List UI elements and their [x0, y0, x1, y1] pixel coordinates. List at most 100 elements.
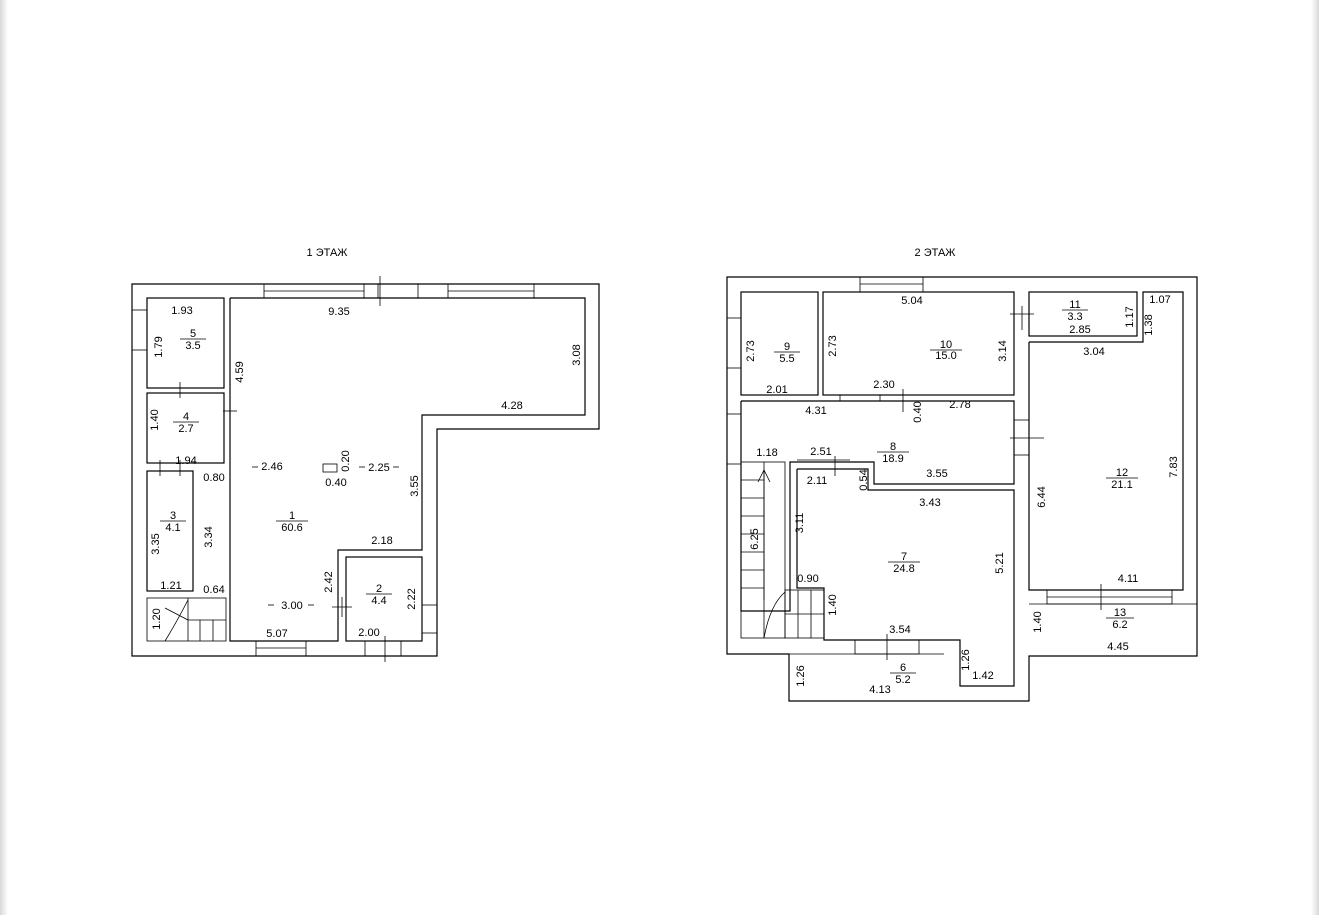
dimension-label: 2.01: [766, 384, 787, 396]
room-area: 3.3: [1067, 311, 1082, 323]
dimension-label: 2.18: [371, 535, 392, 547]
dimension-label: 5.04: [901, 295, 922, 307]
room-number: 6: [900, 662, 906, 674]
floor-2-room-8: [740, 400, 1015, 612]
dimension-label: 3.08: [571, 344, 583, 365]
dimension-label: 2.85: [1069, 324, 1090, 336]
dimension-label: 7.83: [1168, 456, 1180, 477]
room-area: 4.4: [371, 595, 386, 607]
dimension-label: 0.64: [203, 584, 224, 596]
room-area: 2.7: [178, 423, 193, 435]
dimension-label: 2.46: [261, 461, 282, 473]
dimension-label: 9.35: [328, 306, 349, 318]
room-number: 10: [940, 339, 952, 351]
room-area: 5.5: [779, 353, 794, 365]
dimension-label: 0.54: [858, 469, 870, 490]
dimension-label: 6.44: [1036, 486, 1048, 507]
page-edge-right: [1311, 0, 1319, 915]
dimension-label: 2.30: [873, 379, 894, 391]
dimension-label: 1.21: [160, 580, 181, 592]
dimension-label: 3.35: [150, 533, 162, 554]
room-area: 3.5: [185, 340, 200, 352]
room-area: 6.2: [1112, 619, 1127, 631]
floor-2-windows: [726, 276, 1173, 660]
dimension-label: 2.73: [827, 335, 839, 356]
floor-2-stair: [740, 461, 825, 639]
floor-2-room-labels: 9 5.5 10 15.0 11 3.3 12 21.1 8 18.9 7 24…: [774, 299, 1138, 686]
dimension-label: 3.34: [203, 526, 215, 547]
dimension-label: 1.26: [960, 649, 972, 670]
dimension-label: 1.20: [151, 608, 163, 629]
floor-1-stair: [146, 597, 227, 642]
dimension-label: 4.31: [805, 405, 826, 417]
floor-1-room-4: [146, 392, 225, 464]
room-number: 11: [1069, 299, 1080, 311]
dimension-label: 3.43: [919, 497, 940, 509]
room-number: 7: [901, 551, 907, 563]
dimension-label: 2.25: [368, 462, 389, 474]
floor-2-plan: 2 ЭТАЖ: [726, 247, 1198, 702]
dimension-label: 0.40: [912, 401, 924, 422]
room-number: 2: [376, 583, 382, 595]
room-number: 1: [289, 510, 295, 522]
room-area: 4.1: [165, 522, 180, 534]
room-area: 15.0: [935, 350, 956, 362]
dimension-label: 1.40: [827, 594, 839, 615]
dimension-label: 2.11: [807, 475, 828, 487]
dimension-label: 1.18: [756, 447, 777, 459]
dimension-label: 3.14: [997, 340, 1009, 361]
dimension-label: 1.42: [972, 670, 993, 682]
dimension-label: 1.93: [171, 305, 192, 317]
floor-1-dimensions: 1.93 1.79 4.59 9.35 3.08 4.28 1.40 1.94 …: [149, 305, 583, 640]
dimension-label: 3.04: [1083, 346, 1104, 358]
dimension-label: 0.90: [797, 573, 818, 585]
floor-2-outer-wall: [726, 276, 1198, 702]
dimension-label: 3.00: [281, 600, 302, 612]
room-number: 5: [190, 328, 196, 340]
floor-2-room-10: [822, 291, 1015, 396]
dimension-label: 1.17: [1124, 306, 1136, 327]
dimension-label: 0.40: [325, 477, 346, 489]
dimension-label: 3.11: [794, 513, 806, 534]
dimension-label: 0.80: [203, 472, 224, 484]
dimension-label: 2.00: [358, 627, 379, 639]
dimension-label: 1.40: [1032, 611, 1044, 632]
room-number: 8: [890, 441, 896, 453]
room-number: 9: [784, 341, 790, 353]
dimension-label: 1.38: [1143, 314, 1155, 335]
dimension-label: 1.79: [153, 336, 165, 357]
room-area: 60.6: [281, 522, 302, 534]
dimension-label: 2.51: [810, 446, 831, 458]
dimension-label: 1.40: [149, 409, 161, 430]
dimension-label: 4.13: [869, 684, 890, 696]
dimension-label: 4.28: [501, 400, 522, 412]
dimension-label: 2.22: [406, 588, 418, 609]
room-number: 3: [170, 510, 176, 522]
floor-2-room-7: [796, 468, 1015, 687]
dimension-label: 4.11: [1118, 573, 1139, 585]
floor-2-room-12: [1028, 291, 1184, 591]
dimension-label: 2.42: [323, 571, 335, 592]
room-area: 21.1: [1111, 479, 1132, 491]
dimension-label: 3.54: [889, 624, 910, 636]
room-number: 12: [1116, 467, 1128, 479]
room-number: 4: [183, 411, 189, 423]
dimension-label: 3.55: [409, 475, 421, 496]
floor-2-dimensions: 5.04 2.73 2.73 3.14 1.17 1.07 1.38 2.85 …: [745, 294, 1180, 696]
floor-1-room-labels: 5 3.5 4 2.7 3 4.1 1 60.6 2 4.4: [160, 328, 392, 607]
floor-1-windows: [131, 276, 535, 662]
floor-1-title: 1 ЭТАЖ: [307, 247, 348, 259]
dimension-label: 1.07: [1149, 294, 1170, 306]
room-number: 13: [1114, 607, 1126, 619]
dimension-label: 5.07: [266, 628, 287, 640]
dimension-label: 1.26: [795, 665, 807, 686]
dimension-label: 4.59: [234, 361, 246, 382]
floor-1-outer-wall: [131, 283, 600, 657]
dimension-label: 0.20: [340, 450, 352, 471]
room-area: 5.2: [895, 674, 910, 686]
dimension-label: 3.55: [926, 468, 947, 480]
dimension-label: 4.45: [1107, 641, 1128, 653]
dimension-label: 1.94: [175, 455, 196, 467]
